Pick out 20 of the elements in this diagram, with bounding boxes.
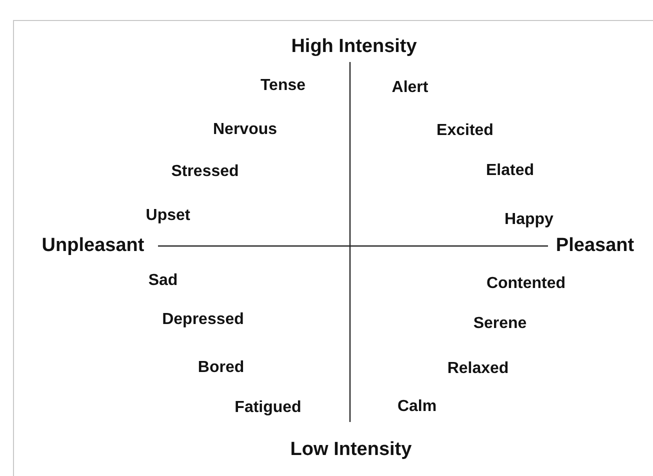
emotion-label: Nervous: [212, 121, 278, 139]
emotion-label: Fatigued: [234, 399, 302, 417]
emotion-label: Contented: [486, 275, 566, 293]
emotion-label: Alert: [392, 79, 428, 97]
axis-label: High Intensity: [291, 36, 417, 58]
emotion-label: Upset: [146, 207, 190, 225]
axis-label: Pleasant: [556, 235, 634, 257]
emotion-label: Calm: [397, 398, 437, 416]
emotion-label: Excited: [436, 122, 494, 140]
emotion-label: Relaxed: [447, 360, 509, 378]
emotion-label: Elated: [486, 162, 534, 180]
axis-label: Low Intensity: [290, 439, 412, 461]
emotion-label: Serene: [473, 315, 527, 333]
emotion-label: Sad: [148, 272, 178, 290]
axis-label: Unpleasant: [42, 235, 144, 257]
emotion-label: Tense: [260, 77, 306, 95]
emotion-label: Depressed: [162, 311, 244, 329]
emotion-label: Happy: [504, 211, 554, 229]
emotion-label: Stressed: [171, 163, 239, 181]
emotion-label: Bored: [198, 359, 244, 377]
